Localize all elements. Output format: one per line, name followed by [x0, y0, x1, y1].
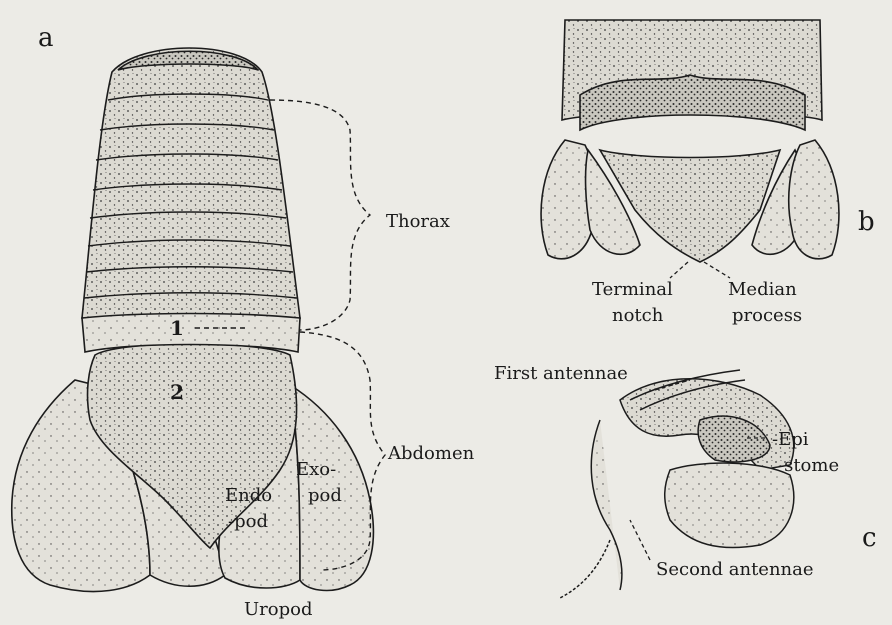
exopod-label-line1: Exo- — [296, 460, 336, 480]
median-process-label-line1: Median — [728, 280, 797, 300]
abdomen-label: Abdomen — [388, 444, 474, 464]
endopod-label-line2: -pod — [228, 512, 268, 532]
exopod-label-line2: pod — [308, 486, 342, 506]
mouthparts — [665, 463, 794, 548]
antenna-flagellum — [560, 540, 610, 598]
panel-a-letter: a — [38, 28, 54, 48]
thorax-label: Thorax — [386, 212, 450, 232]
terminal-notch-label-line1: Terminal — [592, 280, 673, 300]
second-antennae-appendage — [591, 420, 622, 590]
first-antennae-label: First antennae — [494, 364, 628, 384]
uropod-label: Uropod — [244, 600, 313, 620]
epistome-label-line1: -Epi — [772, 430, 809, 450]
epistome-label-line2: -stome — [778, 456, 839, 476]
terminal-notch-label-line2: notch — [612, 306, 663, 326]
segment-crest — [580, 75, 805, 130]
second-antennae-label: Second antennae — [656, 560, 814, 580]
panel-a-drawing — [12, 48, 374, 592]
panel-b-drawing — [541, 20, 839, 262]
panel-b-letter: b — [858, 212, 875, 232]
endopod-label-line1: Endo — [225, 486, 272, 506]
thorax-carapace — [82, 48, 300, 318]
panel-c-letter: c — [862, 528, 877, 548]
panel-b-leaders — [670, 262, 730, 278]
median-process-label-line2: process — [732, 306, 802, 326]
segment-2-label: 2 — [170, 382, 184, 402]
uropod-b-right — [789, 140, 839, 259]
segment-1-label: 1 — [170, 318, 184, 338]
